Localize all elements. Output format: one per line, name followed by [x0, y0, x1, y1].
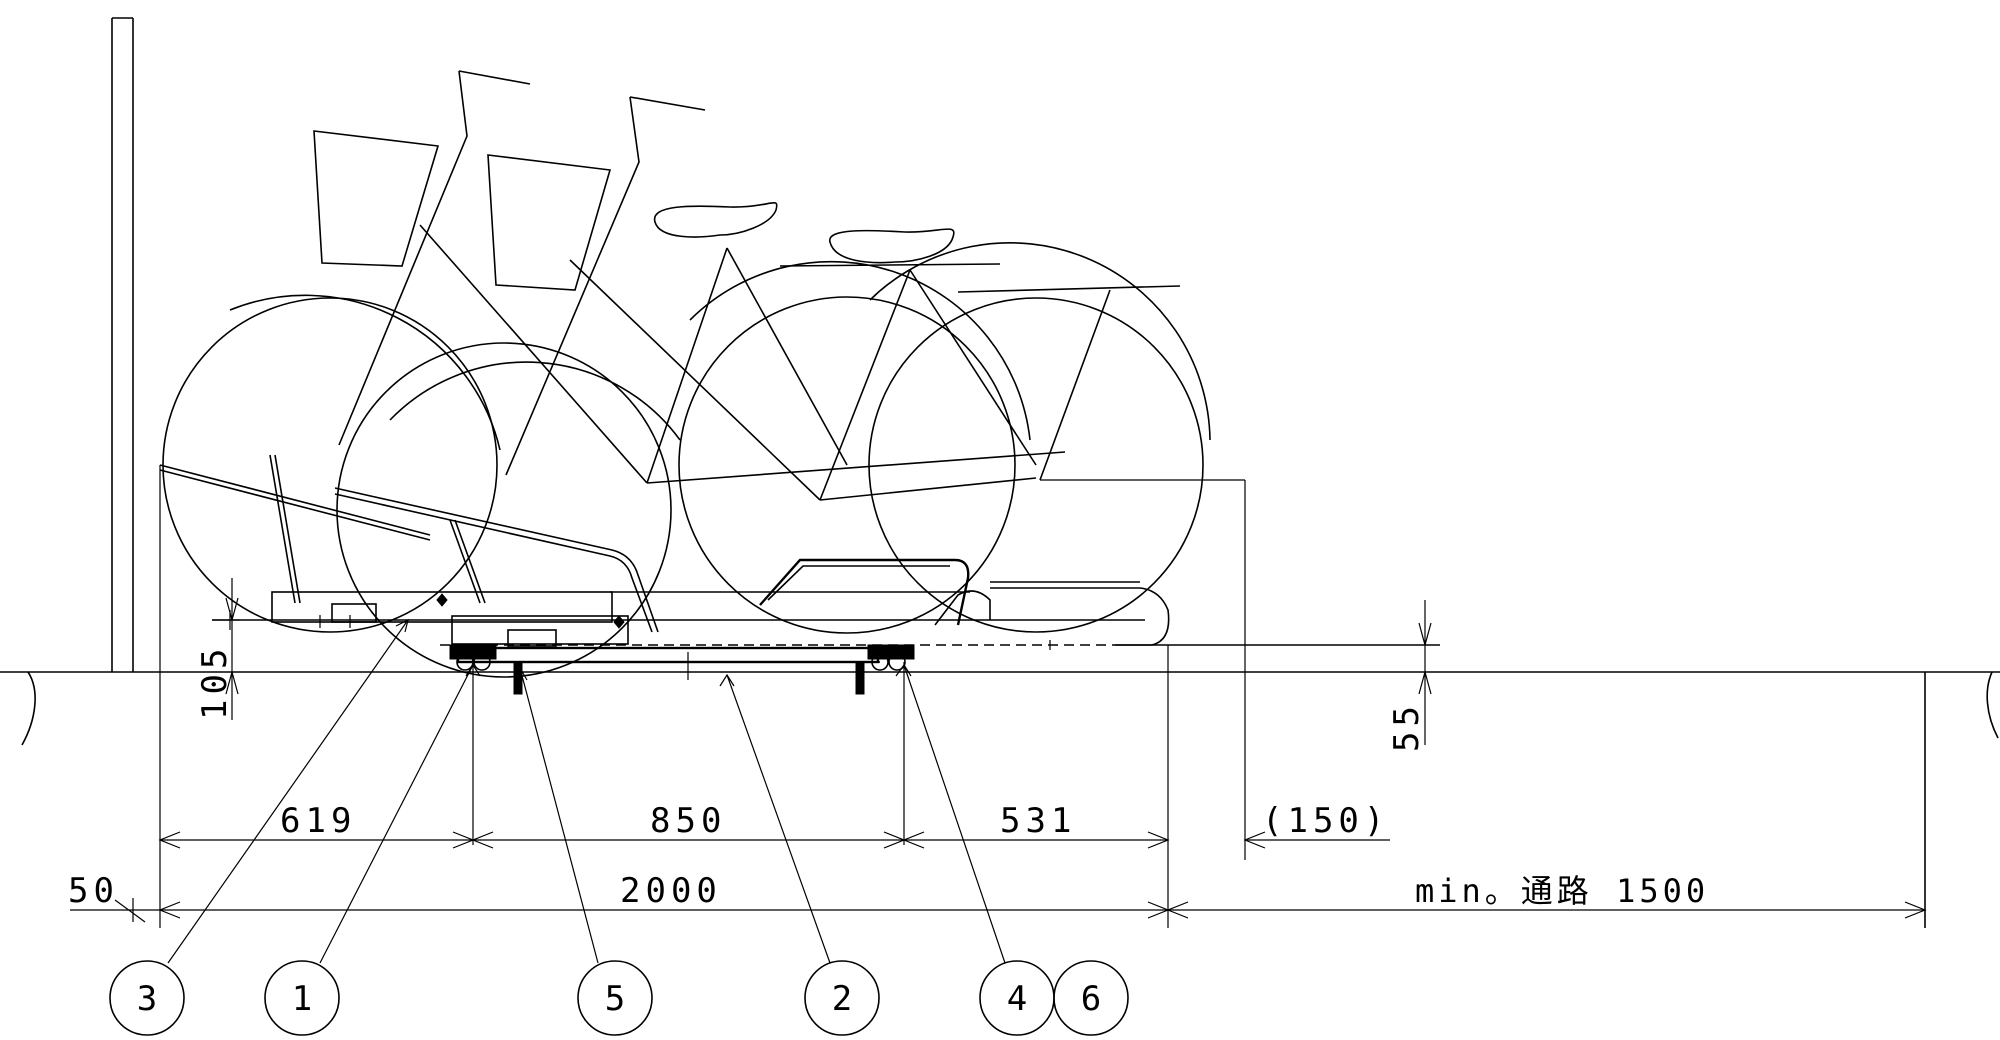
svg-text:5: 5: [605, 979, 625, 1019]
svg-text:4: 4: [1007, 979, 1027, 1019]
dim-531: 531: [1000, 801, 1076, 841]
callout-4: 4: [979, 960, 1055, 1036]
svg-text:3: 3: [137, 979, 157, 1019]
dimension-row-2: [70, 898, 1927, 923]
height-dim-right: [1418, 600, 1432, 745]
extension-lines: [159, 465, 1246, 928]
callout-3: 3: [109, 960, 185, 1036]
rack-base-frame: [456, 646, 880, 664]
dim-850: 850: [650, 801, 726, 841]
bicycle-rear: [162, 70, 1066, 634]
svg-text:6: 6: [1081, 979, 1101, 1019]
anchor-left: [449, 644, 523, 695]
anchor-right: [855, 644, 915, 695]
bicycle-front: [336, 96, 1211, 678]
callout-1: 1: [264, 960, 340, 1036]
callout-5: 5: [577, 960, 653, 1036]
dim-105: 105: [195, 644, 235, 720]
svg-text:1: 1: [292, 979, 312, 1019]
rack-rails: [159, 454, 1440, 680]
callout-2: 2: [804, 960, 880, 1036]
dim-55: 55: [1387, 701, 1427, 752]
dim-2000: 2000: [620, 871, 722, 911]
height-dim-left: [212, 578, 240, 720]
dim-619: 619: [280, 801, 356, 841]
dim-150: (150): [1262, 801, 1389, 841]
dim-aisle-1500: min。通路 1500: [1415, 872, 1709, 910]
wall: [111, 17, 134, 672]
ground-line: [0, 671, 2000, 928]
svg-text:2: 2: [832, 979, 852, 1019]
callout-leaders: [167, 618, 1006, 964]
dimension-row-1: [158, 831, 1390, 849]
callout-6: 6: [1053, 960, 1129, 1036]
dim-50: 50: [68, 871, 119, 911]
